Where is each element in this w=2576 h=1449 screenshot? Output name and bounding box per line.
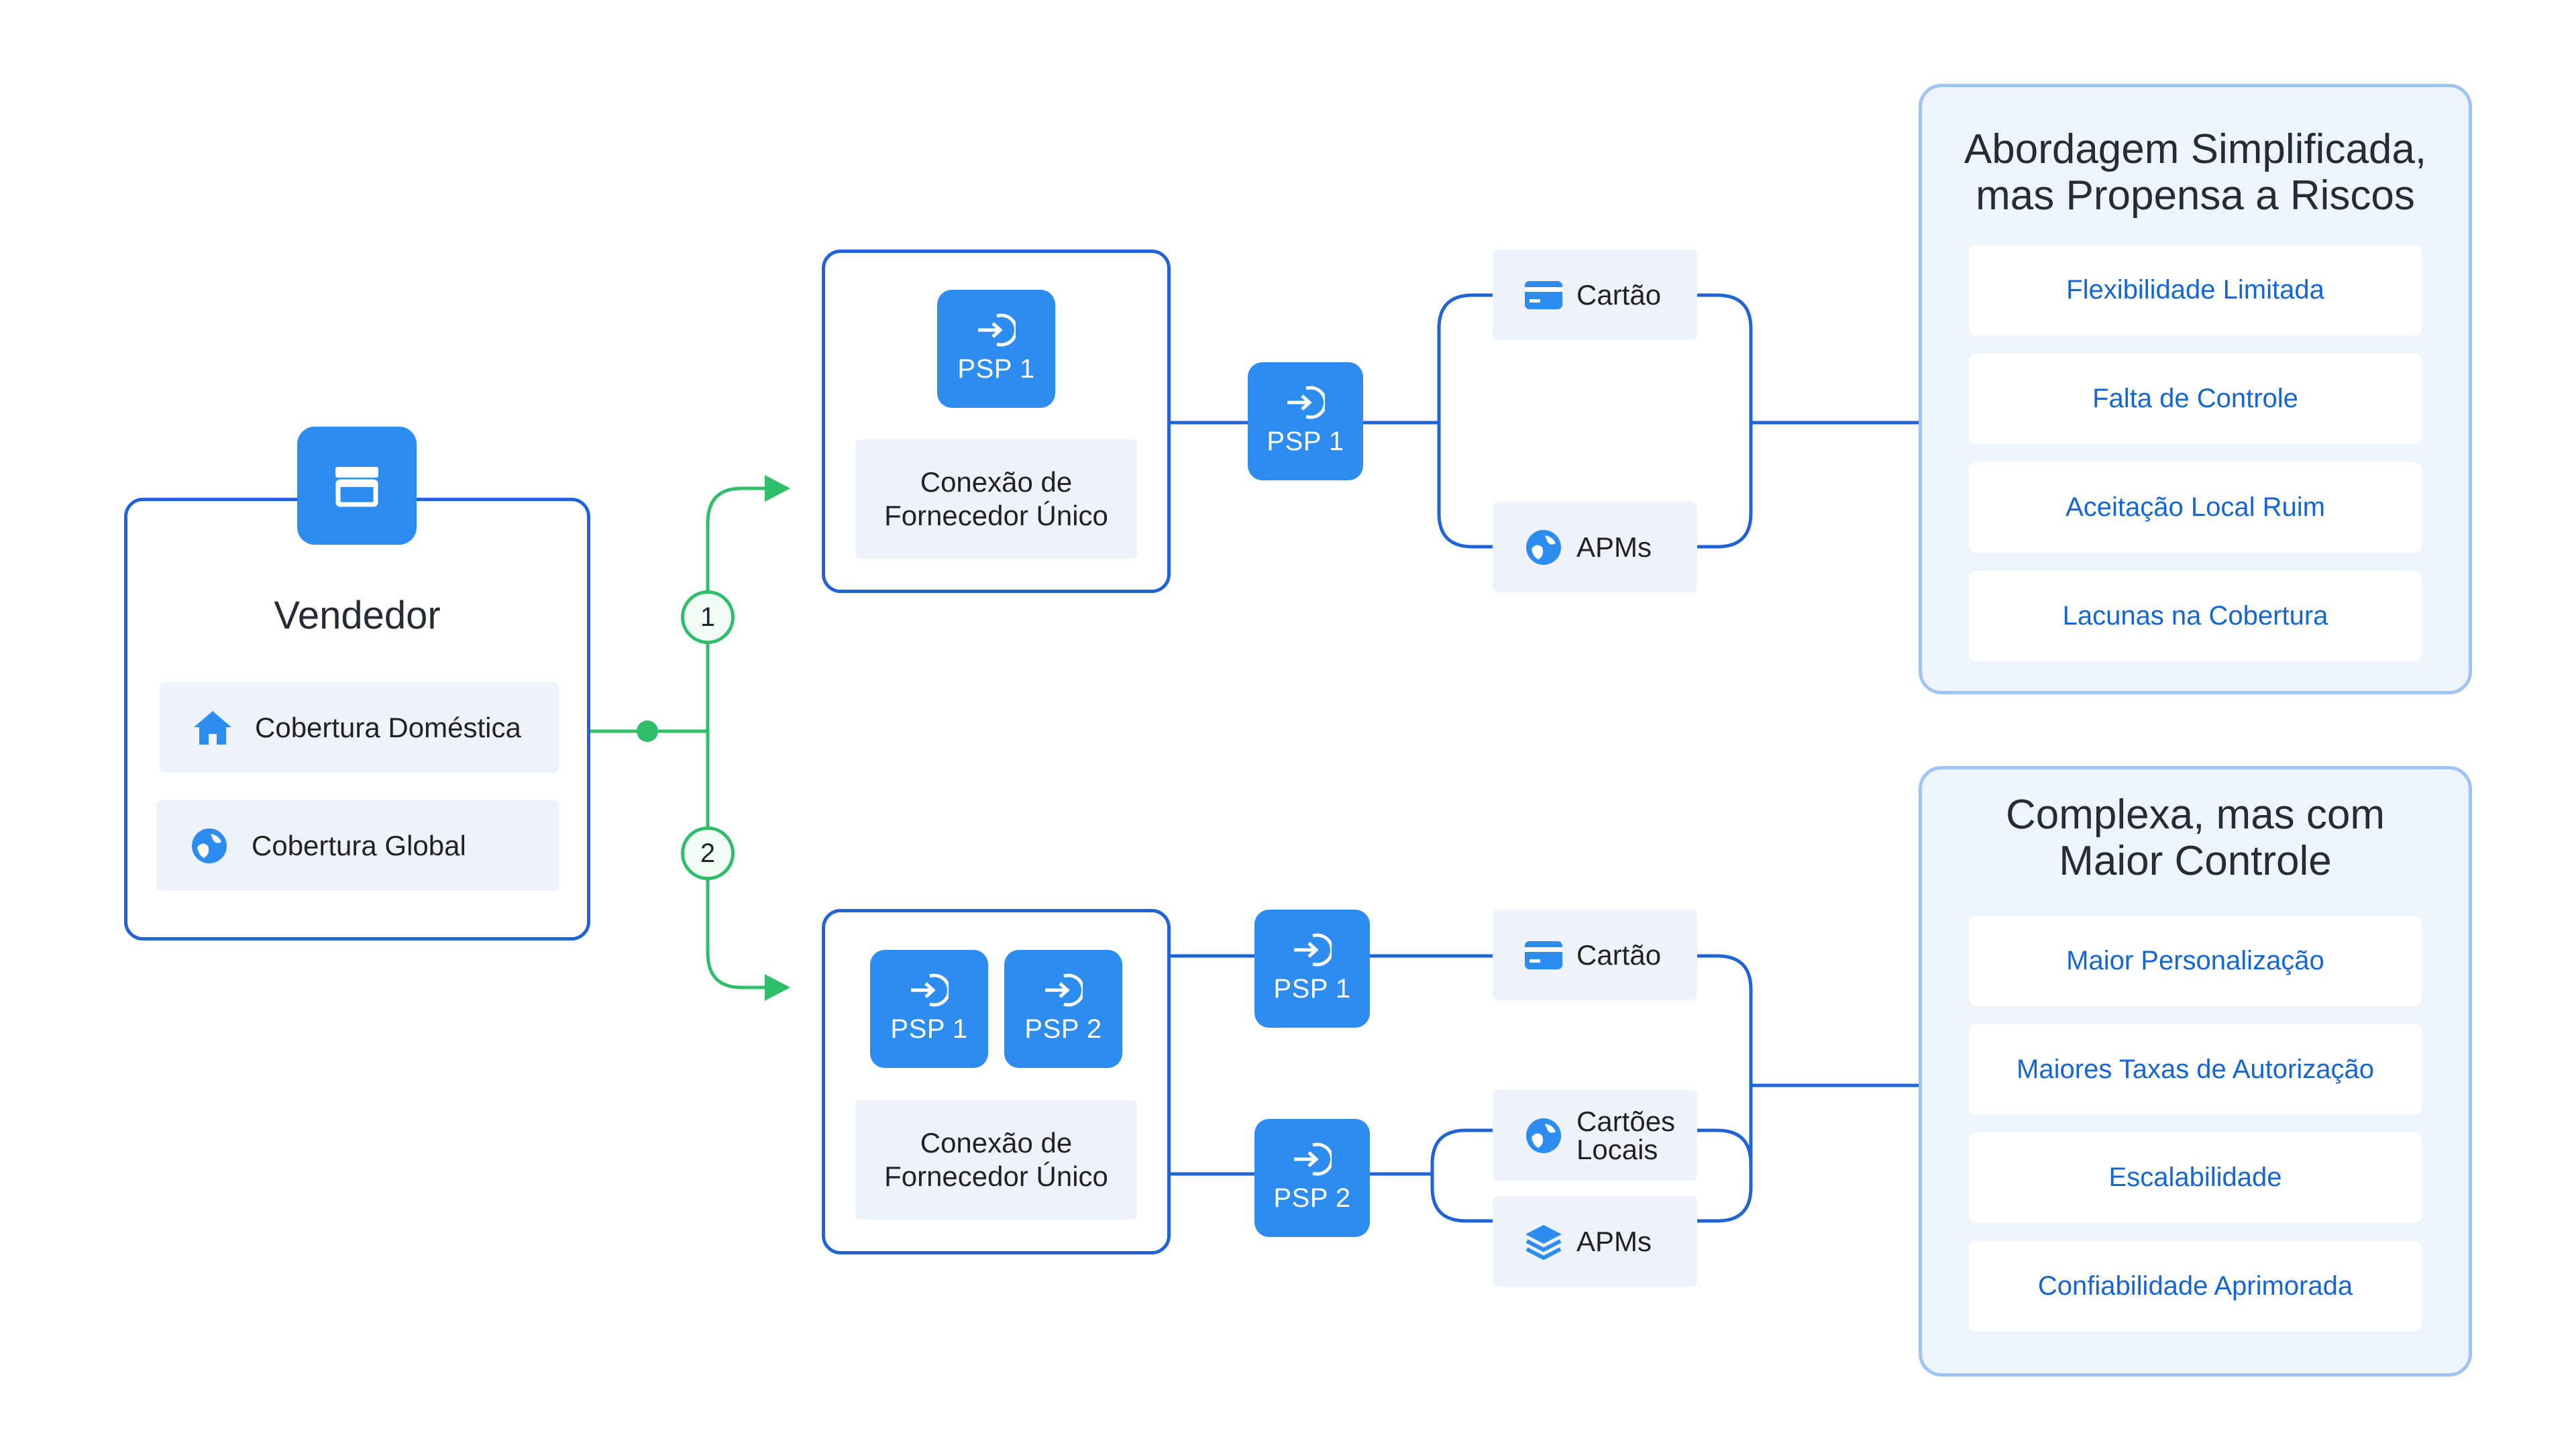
option-2-outcome-item: Confiabilidade Aprimorada [1969,1241,2422,1332]
option-1-outcome-item: Aceitação Local Ruim [1969,462,2422,553]
globe-icon [1523,1115,1564,1157]
option-2-outcome-item: Escalabilidade [1969,1132,2422,1223]
option-1-outcome-item: Falta de Controle [1969,354,2422,444]
option-1-outcome-item: Flexibilidade Limitada [1969,245,2422,335]
plug-in-icon [1293,1142,1334,1179]
coverage-global-label: Cobertura Global [252,829,466,861]
coverage-global: Cobertura Global [156,800,559,891]
option-1-connection-psp-1: PSP 1 [937,290,1055,408]
method-label: APMs [1576,1225,1652,1257]
option-2-outcome-item: Maior Personalização [1969,916,2422,1006]
method-label: Cartão [1576,278,1662,311]
option-1-method-apms: APMs [1493,502,1697,592]
plug-in-icon [1286,386,1328,423]
home-icon [192,707,233,749]
globe-icon [189,825,230,867]
card-icon [1523,274,1564,316]
option-2-badge: 2 [681,826,735,880]
option-1-outcome-item: Lacunas na Cobertura [1969,571,2422,661]
option-2-method-local-cards: Cartões Locais [1493,1090,1697,1181]
psp-label: PSP 1 [1273,974,1351,1004]
psp-label: PSP 1 [890,1014,968,1044]
option-1-method-card: Cartão [1493,250,1697,340]
option-2-method-card: Cartão [1493,910,1697,1000]
option-2-outcome-item: Maiores Taxas de Autorização [1969,1024,2422,1115]
option-2-route-psp-2: PSP 2 [1254,1119,1370,1237]
store-icon [297,427,417,545]
option-1-route-psp-1: PSP 1 [1248,362,1363,480]
psp-label: PSP 1 [957,354,1035,384]
option-1-outcome-title: Abordagem Simplificada, mas Propensa a R… [1964,126,2427,219]
plug-in-icon [910,973,951,1010]
option-2-route-psp-1: PSP 1 [1254,910,1370,1028]
vendor-title: Vendedor [274,594,441,637]
option-2-method-apms: APMs [1493,1196,1697,1287]
psp-label: PSP 2 [1024,1014,1102,1044]
psp-label: PSP 1 [1267,427,1344,456]
card-icon [1523,934,1564,976]
option-2-connection-psp-1: PSP 1 [870,950,988,1068]
plug-in-icon [977,313,1018,350]
layers-icon [1523,1221,1564,1263]
option-2-connection-psp-2: PSP 2 [1004,950,1122,1068]
globe-icon [1523,527,1564,568]
method-label: APMs [1576,531,1652,563]
option-2-connection-label: Conexão de Fornecedor Único [855,1100,1137,1220]
plug-in-icon [1044,973,1085,1010]
method-label: Cartões Locais [1576,1105,1676,1165]
option-2-outcome-title: Complexa, mas com Maior Controle [2005,792,2385,885]
coverage-domestic-label: Cobertura Doméstica [255,711,521,743]
plug-in-icon [1293,933,1334,970]
option-1-connection-label: Conexão de Fornecedor Único [855,439,1137,559]
coverage-domestic: Cobertura Doméstica [160,682,559,773]
method-label: Cartão [1576,938,1662,971]
option-1-badge: 1 [681,590,735,644]
psp-label: PSP 2 [1273,1183,1351,1213]
